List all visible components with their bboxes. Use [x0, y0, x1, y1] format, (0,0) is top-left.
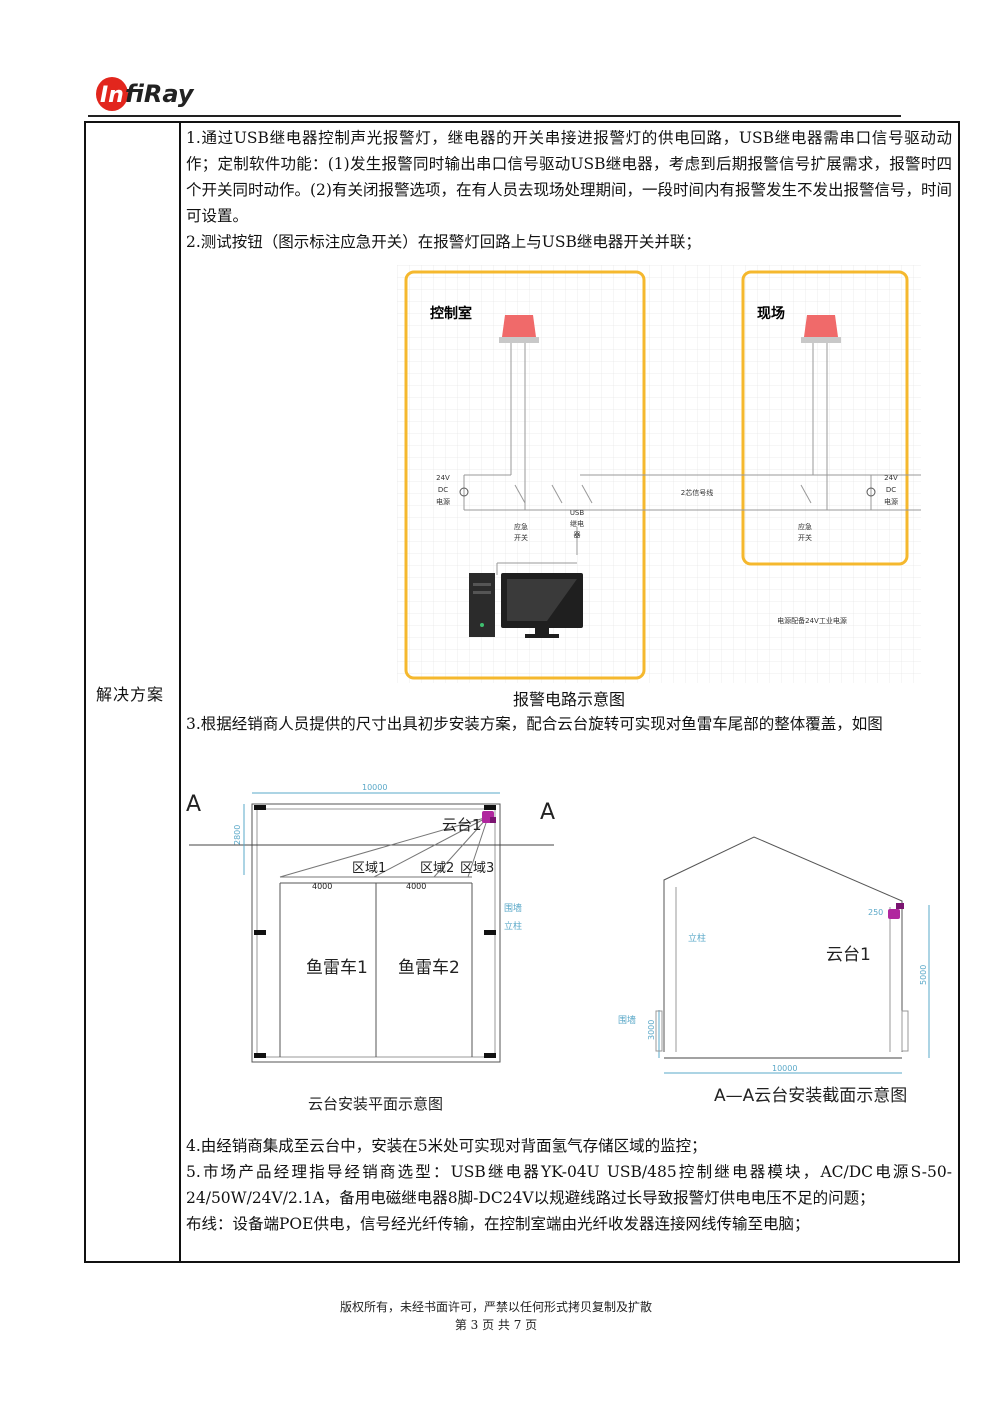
dc-source-left-icon [459, 487, 469, 497]
svg-text:In: In [100, 83, 124, 108]
header-rule [88, 115, 901, 117]
label-cell: 解决方案 [86, 123, 179, 1261]
dc-left-line1: 24V [436, 474, 450, 482]
site-frame [741, 270, 909, 566]
dc-right-line1: 24V [884, 474, 898, 482]
page-number: 第 3 页 共 7 页 [454, 1318, 538, 1332]
infiray-logo: In fiRay [96, 77, 195, 111]
zone3-label: 区域3 [460, 861, 494, 876]
section-wall-height-dim: 3000 [647, 1020, 656, 1040]
section-wall-label: 围墙 [618, 1014, 636, 1026]
dc-left-line3: 电源 [436, 497, 450, 506]
solution-table: 解决方案 1.通过USB继电器控制声光报警灯，继电器的开关串接进报警灯的供电回路… [84, 121, 960, 1263]
computer-tower-icon [469, 573, 495, 637]
plan-depth-dim: 2800 [233, 825, 242, 845]
power-note: 电源配备24V工业电源 [777, 616, 847, 625]
section-width-dim: 10000 [772, 1064, 797, 1073]
control-room-label: 控制室 [430, 305, 472, 322]
row-label: 解决方案 [96, 685, 165, 704]
emergency-right-line1: 应急 [798, 522, 812, 531]
plan-caption: 云台安装平面示意图 [308, 1095, 443, 1113]
column-divider [179, 123, 181, 1261]
ptz-plan-label: 云台1 [442, 816, 482, 834]
paragraph-1: 1.通过USB继电器控制声光报警灯，继电器的开关串接进报警灯的供电回路，USB继… [186, 129, 952, 225]
car2-label: 鱼雷车2 [398, 958, 460, 978]
section-mark-left: A [186, 792, 201, 817]
signal-line-label: 2芯信号线 [681, 488, 713, 497]
emergency-left-line2: 开关 [514, 533, 528, 542]
paragraph-5: 5.市场产品经理指导经销商选型：USB继电器YK-04U USB/485控制继电… [186, 1163, 952, 1207]
section-mark-right: A [540, 800, 555, 825]
plan-wall-label: 围墙 [504, 902, 522, 914]
section-view [655, 836, 930, 1074]
plan-column-label: 立柱 [504, 920, 522, 932]
alarm-circuit-diagram: 控制室 现场 [397, 265, 921, 683]
site-label: 现场 [757, 306, 785, 322]
monitor-icon [501, 573, 583, 638]
ptz-camera-plan-icon [482, 811, 496, 823]
paragraph-2: 2.测试按钮（图示标注应急开关）在报警灯回路上与USB继电器开关并联； [186, 233, 701, 251]
dc-source-right-icon [866, 487, 876, 497]
dc-left-line2: DC [438, 486, 448, 494]
ptz-installation-diagram: A A 10000 2800 云台1 区域1 区域2 区域3 4000 4000… [186, 783, 930, 1113]
dc-right-line2: DC [886, 486, 896, 494]
ptz-camera-section-icon [888, 903, 904, 919]
section-caption: A—A云台安装截面示意图 [714, 1086, 907, 1106]
paragraph-wiring: 布线：设备端POE供电，信号经光纤传输，在控制室端由光纤收发器连接网线传输至电脑… [186, 1215, 810, 1233]
dc-right-line3: 电源 [884, 497, 898, 506]
section-offset-dim: 250 [868, 908, 883, 917]
plan-view [189, 792, 554, 1063]
plan-dim-b: 4000 [406, 882, 426, 891]
alarm-lamp-left-icon [499, 315, 539, 343]
zone1-label: 区域1 [352, 861, 386, 876]
paragraph-3: 3.根据经销商人员提供的尺寸出具初步安装方案，配合云台旋转可实现对鱼雷车尾部的整… [186, 715, 883, 733]
usb-relay-line3: 器 [574, 531, 581, 539]
copyright-notice: 版权所有，未经书面许可，严禁以任何形式拷贝复制及扩散 [339, 1300, 652, 1314]
section-height-dim: 5000 [919, 965, 928, 985]
emergency-right-line2: 开关 [798, 533, 812, 542]
svg-text:fiRay: fiRay [125, 80, 195, 108]
usb-relay-line2: 继电 [570, 519, 584, 528]
section-ptz-label: 云台1 [826, 945, 871, 965]
usb-relay-line1: USB [570, 509, 585, 517]
closing-paragraphs: 4.由经销商集成至云台中，安装在5米处可实现对背面氢气存储区域的监控； 5.市场… [186, 1133, 952, 1237]
plan-width-dim: 10000 [362, 783, 387, 792]
car1-label: 鱼雷车1 [306, 958, 368, 978]
zone2-label: 区域2 [420, 861, 454, 876]
page-footer: 版权所有，未经书面许可，严禁以任何形式拷贝复制及扩散 第 3 页 共 7 页 [0, 1298, 992, 1334]
paragraph-4: 4.由经销商集成至云台中，安装在5米处可实现对背面氢气存储区域的监控； [186, 1137, 707, 1155]
section-column-label: 立柱 [688, 932, 706, 944]
content-cell: 1.通过USB继电器控制声光报警灯，继电器的开关串接进报警灯的供电回路，USB继… [186, 125, 952, 1233]
figure1-caption: 报警电路示意图 [512, 690, 625, 709]
plan-dim-a: 4000 [312, 882, 332, 891]
alarm-lamp-right-icon [801, 315, 841, 343]
emergency-left-line1: 应急 [514, 522, 528, 531]
